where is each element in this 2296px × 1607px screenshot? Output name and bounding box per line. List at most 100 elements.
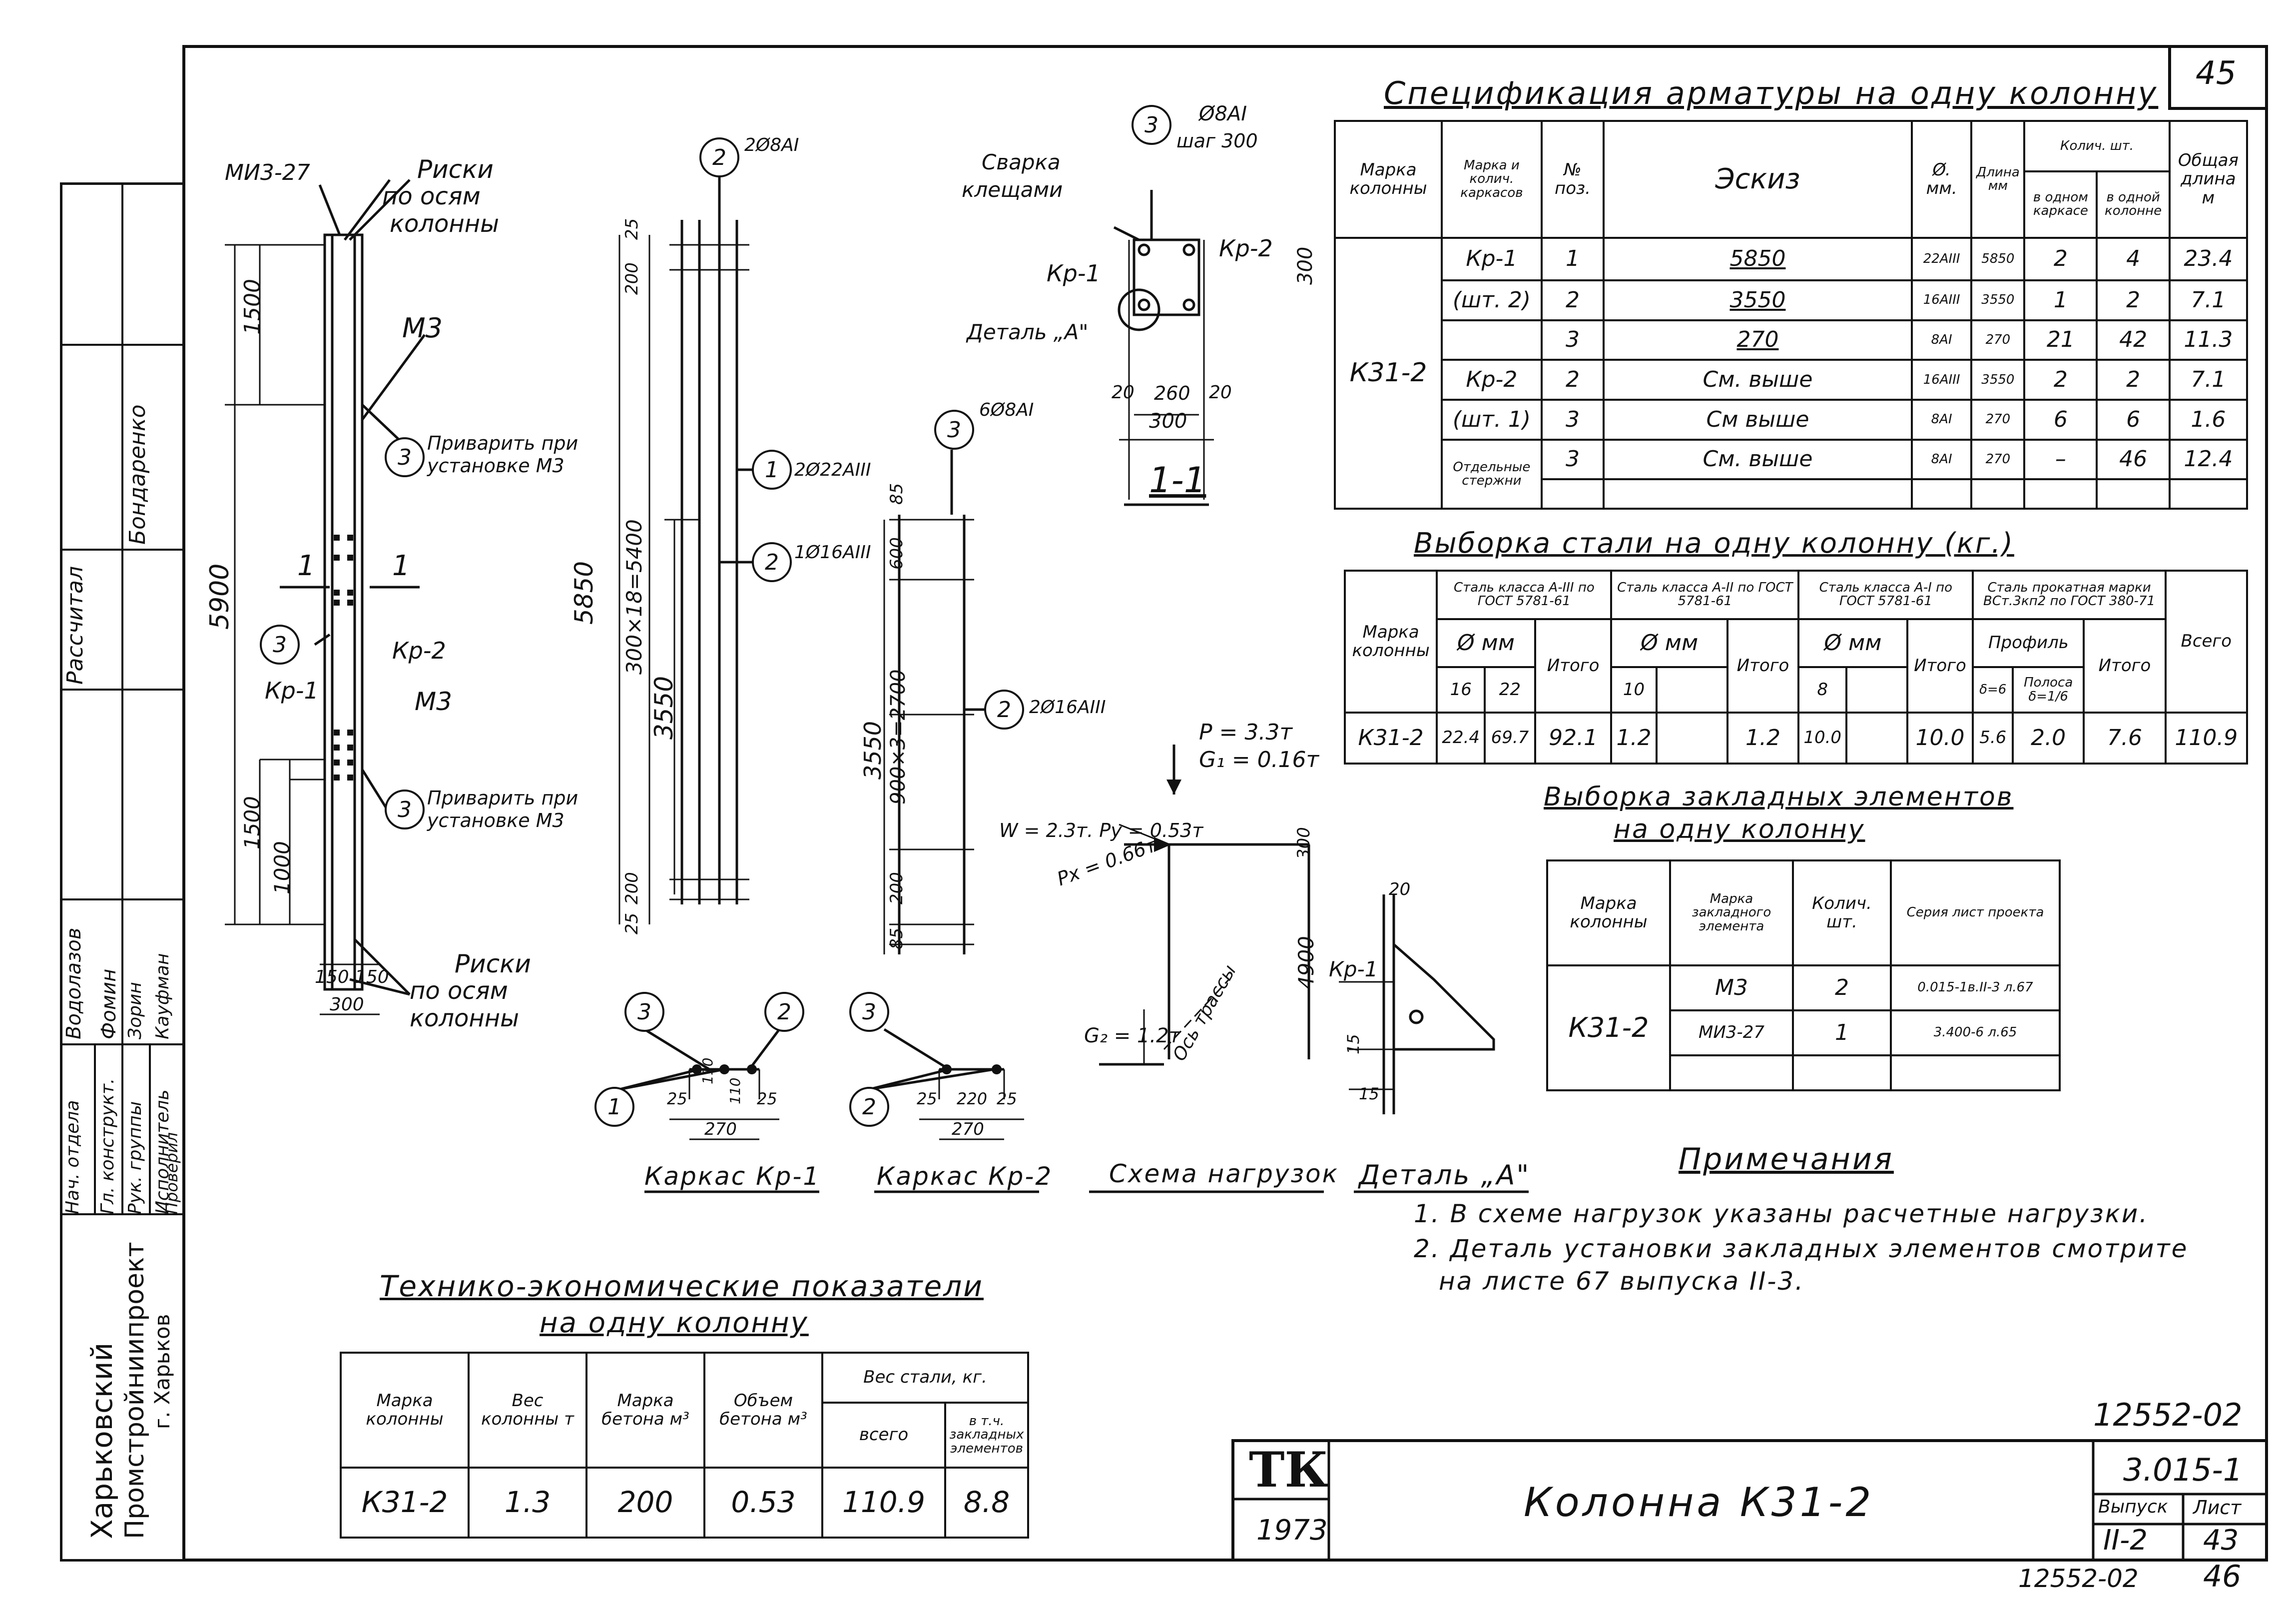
tep-h-emb: в т.ч. закладных элементов — [944, 1402, 1029, 1469]
emb-emark-2: МИ3-27 — [1669, 1009, 1794, 1056]
spec-sketch-4: См. выше — [1603, 359, 1913, 401]
lbl-weld-1a: Приварить при — [427, 432, 578, 454]
tep-mark: К31-2 — [340, 1467, 470, 1539]
lbl-weld-2a: Приварить при — [427, 787, 578, 809]
sec-kr1: Кр-1 — [1047, 260, 1101, 287]
kr2-d200: 200 — [887, 872, 907, 904]
steel-title: Выборка стали на одну колонну (кг.) — [1414, 527, 2014, 560]
steel-h-d10: 10 — [1610, 666, 1658, 714]
fa-d2: 110 — [699, 1057, 716, 1084]
sheet-corner-number: 45 — [2196, 55, 2237, 92]
fb-d2: 220 — [957, 1089, 988, 1108]
emb-h-mark: Марка колонны — [1546, 859, 1671, 966]
spec-pos-3: 3 — [1540, 319, 1605, 361]
load-P: P = 3.3т — [1199, 720, 1292, 745]
embedded-table: Марка колонны Марка закладного элемента … — [1546, 859, 2061, 1091]
steel-h-d16: 16 — [1436, 666, 1486, 714]
spec-q1-3: 21 — [2023, 319, 2098, 361]
sec-d300: 300 — [1149, 410, 1187, 433]
steel-mark: К31-2 — [1343, 712, 1438, 765]
sec-pos3-num: 3 — [1145, 112, 1158, 138]
fa-d1: 25 — [667, 1089, 687, 1108]
kr1-pos2b-txt: 1Ø16АIII — [794, 542, 871, 563]
fb-d3: 25 — [997, 1089, 1017, 1108]
detail-d15a: 15 — [1344, 1034, 1363, 1054]
steel-h-pdelta: δ=6 — [1972, 666, 2014, 714]
steel-p2: 2.0 — [2011, 712, 2085, 765]
kr1-pos2-num: 2 — [712, 145, 726, 170]
lbl-d300: 300 — [330, 994, 364, 1015]
spec-h-framemark: Марка и колич. каркасов — [1441, 120, 1543, 239]
steel-table: Марка колонны Сталь класса А-III по ГОСТ… — [1343, 569, 2249, 765]
kr2-d3550: 3550 — [859, 721, 886, 780]
issue-value: II-2 — [2103, 1524, 2148, 1557]
sheet-label: Лист — [2193, 1497, 2242, 1519]
lbl-weld-1b: установке М3 — [427, 455, 565, 477]
steel-h-d22: 22 — [1484, 666, 1536, 714]
steel-h-empty2 — [1845, 666, 1908, 714]
steel-h-dia3: Ø мм — [1797, 618, 1908, 668]
spec-q1-1: 2 — [2023, 236, 2098, 281]
kr1-d200b: 200 — [622, 872, 642, 904]
emb-qty-2: 1 — [1792, 1009, 1892, 1056]
embedded-title-2: на одну колонну — [1614, 814, 1865, 844]
fb-d1: 25 — [917, 1089, 937, 1108]
steel-h-dia1: Ø мм — [1436, 618, 1536, 668]
spec-pos-4: 2 — [1540, 359, 1605, 401]
spec-dia-1: 22АIII — [1910, 236, 1973, 281]
lbl-pos3-c: 3 — [398, 797, 412, 822]
steel-v10: 1.2 — [1610, 712, 1658, 765]
spec-q2-5: 6 — [2096, 399, 2171, 441]
issue-label: Выпуск — [2098, 1497, 2168, 1517]
lbl-weld-2b: установке М3 — [427, 809, 565, 831]
tep-h-mark: Марка колонны — [340, 1352, 470, 1469]
frame-kr1-title: Каркас Кр-1 — [644, 1162, 821, 1191]
sec-d300v: 300 — [1294, 246, 1317, 285]
spec-frame-4: Кр-2 — [1441, 359, 1543, 401]
lbl-d150b: 150 — [355, 967, 389, 987]
kr1-d3550: 3550 — [649, 676, 678, 740]
spec-q1-4: 2 — [2023, 359, 2098, 401]
spec-frame-5: (шт. 1) — [1441, 399, 1543, 441]
lbl-mi3: МИ3-27 — [225, 160, 310, 185]
steel-h-d8: 8 — [1797, 666, 1848, 714]
fa-pos3: 3 — [637, 999, 651, 1025]
lbl-sec1a: 1 — [297, 550, 315, 582]
steel-it4: 7.6 — [2083, 712, 2167, 765]
stamp-tk: ТК — [1249, 1442, 1328, 1498]
notes-title: Примечания — [1679, 1142, 1894, 1177]
sheet-value: 43 — [2203, 1524, 2239, 1557]
kr1-pos2b-num: 2 — [765, 550, 779, 575]
sec-d20b: 20 — [1209, 382, 1232, 403]
detail-title: Деталь „А" — [1359, 1159, 1531, 1191]
frame-kr2-title: Каркас Кр-2 — [877, 1162, 1053, 1191]
steel-it3: 10.0 — [1906, 712, 1974, 765]
tep-title-2: на одну колонну — [540, 1307, 809, 1339]
spec-q1-5: 6 — [2023, 399, 2098, 441]
tep-h-weight: Вес колонны т — [468, 1352, 587, 1469]
kr2-pos3-txt: 6Ø8АI — [979, 400, 1034, 420]
load-d4900: 4900 — [1294, 936, 1318, 989]
fa-d4: 25 — [757, 1089, 777, 1108]
spec-total-5: 1.6 — [2168, 399, 2249, 441]
lbl-po-osyam-top: по осям — [382, 182, 481, 210]
spec-pos-1: 1 — [1540, 236, 1605, 281]
steel-h-total: Всего — [2164, 569, 2249, 714]
sec-weld-1: Сварка — [982, 150, 1061, 174]
lbl-m3-mid: М3 — [415, 687, 452, 716]
embedded-title-1: Выборка закладных элементов — [1544, 782, 2014, 812]
spec-q1-2: 1 — [2023, 279, 2098, 321]
steel-h-itogo4: Итого — [2083, 618, 2167, 714]
emb-emark-1: М3 — [1669, 964, 1794, 1011]
note-1: 1. В схеме нагрузок указаны расчетные на… — [1414, 1199, 2149, 1228]
spec-total-1: 23.4 — [2168, 236, 2249, 281]
tep-weight: 1.3 — [468, 1467, 587, 1539]
bottom-sheet: 46 — [2203, 1559, 2242, 1594]
kr2-d900x3: 900×3=2700 — [887, 669, 910, 804]
sec-weld-2: клещами — [962, 177, 1063, 202]
spec-pos-2: 2 — [1540, 279, 1605, 321]
steel-h-itogo3: Итого — [1906, 618, 1974, 714]
steel-h-cls4: Сталь прокатная марки ВСт.3кп2 по ГОСТ 3… — [1972, 570, 2167, 620]
steel-h-itogo2: Итого — [1726, 618, 1800, 714]
spec-total-6: 12.4 — [2168, 438, 2249, 481]
